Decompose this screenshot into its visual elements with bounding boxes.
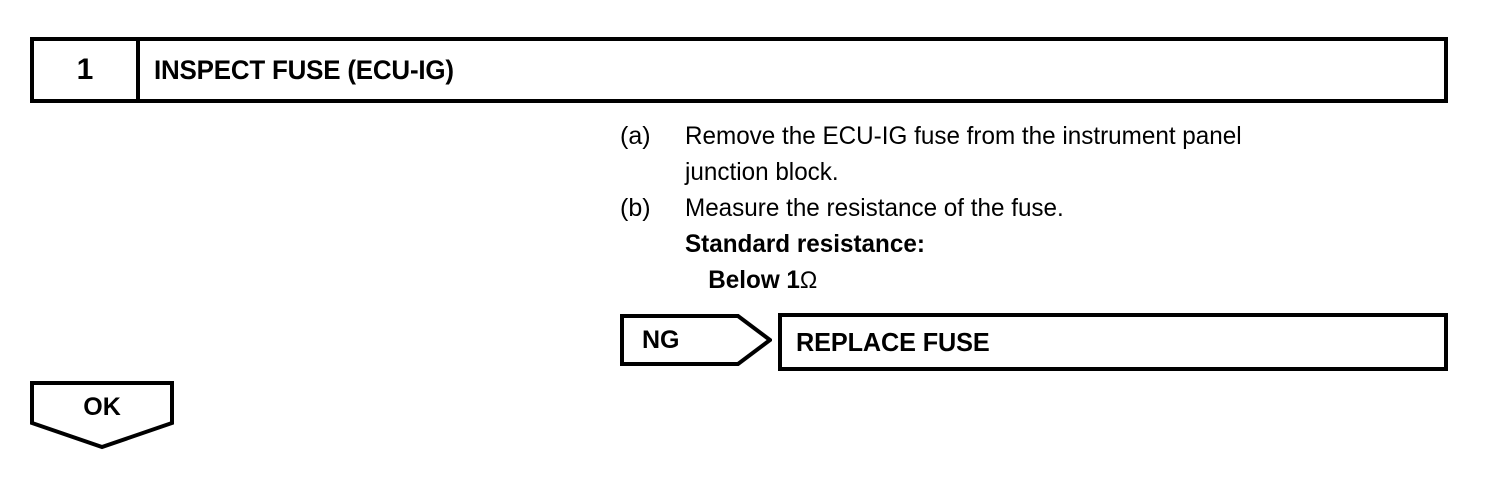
- procedure-list: (a) Remove the ECU-IG fuse from the inst…: [620, 118, 1420, 299]
- replace-fuse-result-box: REPLACE FUSE: [778, 313, 1448, 371]
- ng-branch-label: NG: [642, 325, 680, 354]
- ok-arrow-shape: [30, 381, 174, 450]
- ng-arrow-shape: [620, 314, 772, 366]
- procedure-marker-b: (b): [620, 194, 651, 222]
- procedure-text-a-line2: junction block.: [685, 158, 839, 186]
- step-number: 1: [76, 53, 94, 86]
- standard-resistance-label: Standard resistance:: [685, 230, 925, 258]
- step-title: INSPECT FUSE (ECU-IG): [154, 54, 454, 85]
- procedure-marker-a: (a): [620, 122, 651, 150]
- step-title-cell: INSPECT FUSE (ECU-IG): [140, 41, 1444, 99]
- standard-resistance-value: Below 1Ω: [685, 262, 1398, 299]
- procedure-item-a: (a) Remove the ECU-IG fuse from the inst…: [620, 118, 1420, 190]
- procedure-text-b: Measure the resistance of the fuse. Stan…: [685, 190, 1398, 299]
- ohm-unit-icon: Ω: [799, 267, 818, 294]
- procedure-text-a-line1: Remove the ECU-IG fuse from the instrume…: [685, 122, 1242, 150]
- ok-branch-label: OK: [83, 393, 121, 421]
- standard-resistance-number: Below 1: [708, 266, 800, 294]
- step-header-bar: 1 INSPECT FUSE (ECU-IG): [30, 37, 1448, 103]
- ng-branch-arrow: NG: [620, 314, 772, 366]
- replace-fuse-label: REPLACE FUSE: [796, 327, 990, 357]
- procedure-item-b: (b) Measure the resistance of the fuse. …: [620, 190, 1420, 299]
- procedure-text-b-line1: Measure the resistance of the fuse.: [685, 194, 1064, 222]
- procedure-text-a: Remove the ECU-IG fuse from the instrume…: [685, 118, 1398, 190]
- ok-branch-arrow: OK: [30, 381, 174, 450]
- step-number-cell: 1: [34, 41, 140, 99]
